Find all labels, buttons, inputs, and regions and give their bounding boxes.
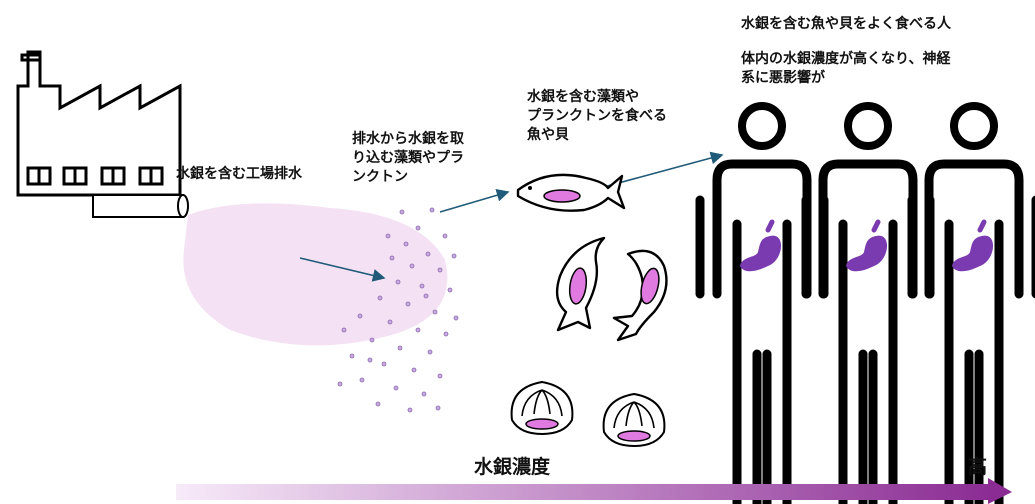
arrow-to-fish	[439, 189, 510, 213]
person-icon	[700, 106, 824, 504]
high-label: 高	[968, 456, 988, 478]
fish-icon	[612, 249, 668, 342]
pipe-icon	[92, 194, 189, 218]
people-eat-label: 水銀を含む魚や貝をよく食べる人	[741, 16, 951, 32]
person-icon	[806, 106, 930, 504]
concentration-axis-label: 水銀濃度	[474, 456, 551, 478]
plankton-absorb-label: 排水から水銀を取 り込む藻類やプラ ンクトン	[352, 131, 464, 185]
shell-icon	[602, 393, 666, 447]
fish-eat-label: 水銀を含む藻類や プランクトンを食べる 魚や貝	[527, 89, 667, 143]
shell-icon	[510, 381, 574, 435]
person-icon	[912, 106, 1035, 504]
arrow-to-plankton	[299, 257, 386, 282]
fish-icon	[516, 173, 626, 212]
people-effect-label: 体内の水銀濃度が高くなり、神経 系に悪影響が	[741, 51, 951, 86]
water-cloud	[183, 203, 448, 346]
concentration-arrow	[176, 478, 1012, 504]
mercury-particles	[337, 207, 459, 413]
factory-wastewater-label: 水銀を含む工場排水	[176, 166, 302, 182]
factory-icon	[16, 50, 182, 197]
fish-icon	[555, 236, 606, 332]
